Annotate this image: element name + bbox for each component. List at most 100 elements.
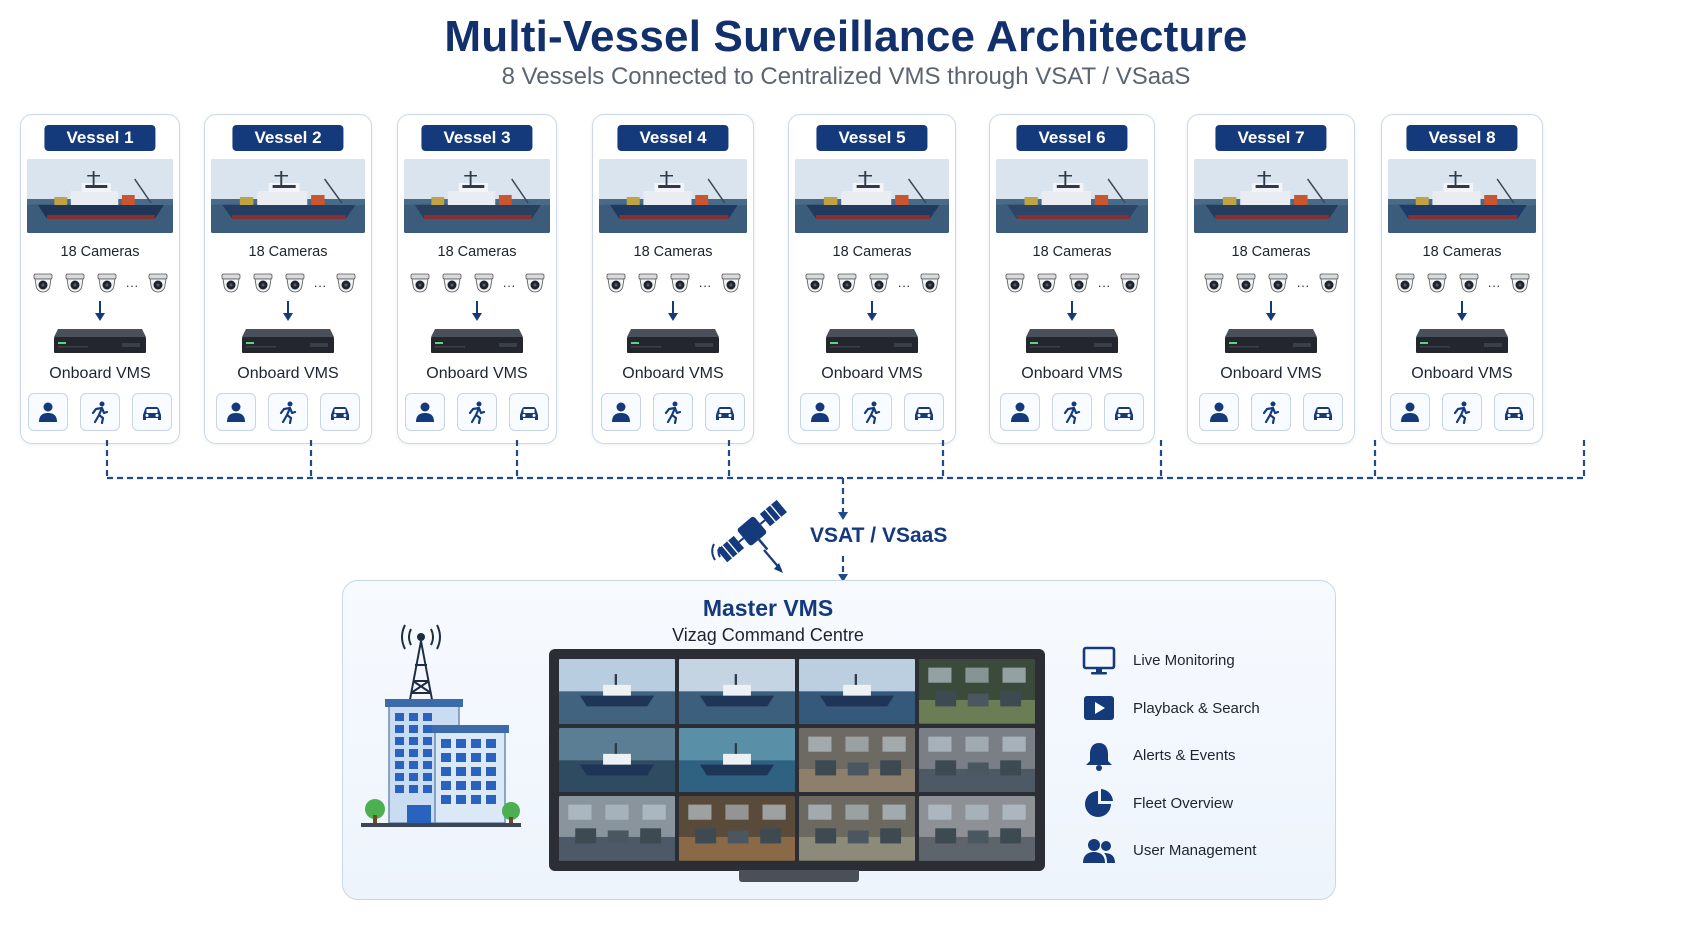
- vessel-card[interactable]: Vessel 6 18 Cameras ··· Onboard VMS: [989, 114, 1155, 444]
- vessel-card[interactable]: Vessel 5 18 Cameras ··· Onboard VMS: [788, 114, 956, 444]
- car-detection-button[interactable]: [1303, 393, 1343, 431]
- running-person-icon: [276, 400, 300, 424]
- running-person-detection-button[interactable]: [1251, 393, 1291, 431]
- camera-feed-tile[interactable]: [679, 659, 795, 724]
- vessel-card[interactable]: Vessel 7 18 Cameras ··· Onboard VMS: [1187, 114, 1355, 444]
- car-detection-button[interactable]: [132, 393, 172, 431]
- person-detection-button[interactable]: [28, 393, 68, 431]
- running-person-detection-button[interactable]: [457, 393, 497, 431]
- dome-camera-icon: [472, 271, 496, 300]
- feature-fleet-overview: Fleet Overview: [1081, 780, 1321, 828]
- onboard-vms-label: Onboard VMS: [237, 365, 339, 382]
- dome-camera-icon: [1266, 271, 1290, 300]
- camera-row: ···: [1188, 271, 1354, 300]
- vessel-photo: [1388, 159, 1536, 233]
- person-detection-button[interactable]: [405, 393, 445, 431]
- car-detection-button[interactable]: [1494, 393, 1534, 431]
- vessel-card[interactable]: Vessel 8 18 Cameras ··· Onboard VMS: [1381, 114, 1543, 444]
- dome-camera-icon: [408, 271, 432, 300]
- running-person-detection-button[interactable]: [80, 393, 120, 431]
- dome-camera-icon: [95, 271, 119, 300]
- camera-feed-tile[interactable]: [559, 796, 675, 861]
- running-person-icon: [1060, 400, 1084, 424]
- command-centre-label: Vizag Command Centre: [672, 625, 864, 645]
- vessel-card[interactable]: Vessel 3 18 Cameras ··· Onboard VMS: [397, 114, 557, 444]
- dome-camera-icon: [440, 271, 464, 300]
- car-detection-button[interactable]: [320, 393, 360, 431]
- camera-feed-tile[interactable]: [919, 659, 1035, 724]
- camera-feed-tile[interactable]: [919, 727, 1035, 793]
- camera-count-label: 18 Cameras: [60, 244, 140, 260]
- page-title: Multi-Vessel Surveillance Architecture: [444, 12, 1248, 61]
- person-detection-button[interactable]: [1199, 393, 1239, 431]
- camera-feed-tile[interactable]: [679, 796, 795, 861]
- person-icon: [808, 400, 832, 424]
- car-icon: [140, 400, 164, 424]
- camera-count-label: 18 Cameras: [832, 244, 912, 260]
- dome-camera-icon: [219, 271, 243, 300]
- person-detection-button[interactable]: [1000, 393, 1040, 431]
- person-icon: [1207, 400, 1231, 424]
- person-icon: [609, 400, 633, 424]
- car-detection-button[interactable]: [705, 393, 745, 431]
- feature-label: User Management: [1133, 842, 1257, 860]
- dome-camera-icon: [1234, 271, 1258, 300]
- vessel-name-badge: Vessel 5: [816, 125, 928, 151]
- feature-live-monitoring: Live Monitoring: [1081, 637, 1321, 685]
- vessel-photo: [404, 159, 550, 233]
- camera-row: ···: [789, 271, 955, 300]
- master-vms-title: Master VMS: [702, 595, 834, 621]
- ellipsis: ···: [1097, 278, 1111, 293]
- person-detection-button[interactable]: [800, 393, 840, 431]
- camera-feed-tile[interactable]: [679, 727, 795, 793]
- play-icon: [1081, 692, 1117, 724]
- car-detection-button[interactable]: [904, 393, 944, 431]
- detection-icon-row: [990, 393, 1154, 431]
- running-person-icon: [88, 400, 112, 424]
- users-icon: [1081, 835, 1117, 867]
- dome-camera-icon: [1067, 271, 1091, 300]
- camera-count-label: 18 Cameras: [437, 244, 517, 260]
- bell-icon: [1081, 740, 1117, 772]
- camera-feed-tile[interactable]: [919, 796, 1035, 861]
- car-icon: [713, 400, 737, 424]
- car-detection-button[interactable]: [1104, 393, 1144, 431]
- vessel-card[interactable]: Vessel 1 18 Cameras ··· Onboard VMS: [20, 114, 180, 444]
- dome-camera-icon: [31, 271, 55, 300]
- car-icon: [1502, 400, 1526, 424]
- car-detection-button[interactable]: [509, 393, 549, 431]
- detection-icon-row: [21, 393, 179, 431]
- running-person-detection-button[interactable]: [1442, 393, 1482, 431]
- person-detection-button[interactable]: [216, 393, 256, 431]
- running-person-icon: [465, 400, 489, 424]
- running-person-detection-button[interactable]: [852, 393, 892, 431]
- person-icon: [36, 400, 60, 424]
- vessel-card[interactable]: Vessel 4 18 Cameras ··· Onboard VMS: [592, 114, 754, 444]
- car-icon: [912, 400, 936, 424]
- camera-feed-tile[interactable]: [799, 727, 915, 793]
- vessel-row: Vessel 1 18 Cameras ··· Onboard VMS Vess…: [20, 114, 1672, 444]
- running-person-detection-button[interactable]: [268, 393, 308, 431]
- vessel-name-badge: Vessel 6: [1016, 125, 1128, 151]
- camera-feed-tile[interactable]: [559, 727, 675, 793]
- person-detection-button[interactable]: [601, 393, 641, 431]
- dome-camera-icon: [719, 271, 743, 300]
- camera-feed-tile[interactable]: [799, 659, 915, 724]
- detection-icon-row: [1382, 393, 1542, 431]
- vessel-photo: [1194, 159, 1348, 233]
- camera-feed-tile[interactable]: [799, 796, 915, 861]
- camera-feed-tile[interactable]: [559, 659, 675, 724]
- vessel-name-badge: Vessel 4: [617, 125, 729, 151]
- running-person-detection-button[interactable]: [1052, 393, 1092, 431]
- dome-camera-icon: [636, 271, 660, 300]
- feature-playback-search: Playback & Search: [1081, 685, 1321, 733]
- vessel-card[interactable]: Vessel 2 18 Cameras ··· Onboard VMS: [204, 114, 372, 444]
- dome-camera-icon: [1393, 271, 1417, 300]
- person-icon: [1008, 400, 1032, 424]
- detection-icon-row: [789, 393, 955, 431]
- running-person-icon: [1450, 400, 1474, 424]
- person-detection-button[interactable]: [1390, 393, 1430, 431]
- dome-camera-icon: [803, 271, 827, 300]
- camera-count-label: 18 Cameras: [633, 244, 713, 260]
- running-person-detection-button[interactable]: [653, 393, 693, 431]
